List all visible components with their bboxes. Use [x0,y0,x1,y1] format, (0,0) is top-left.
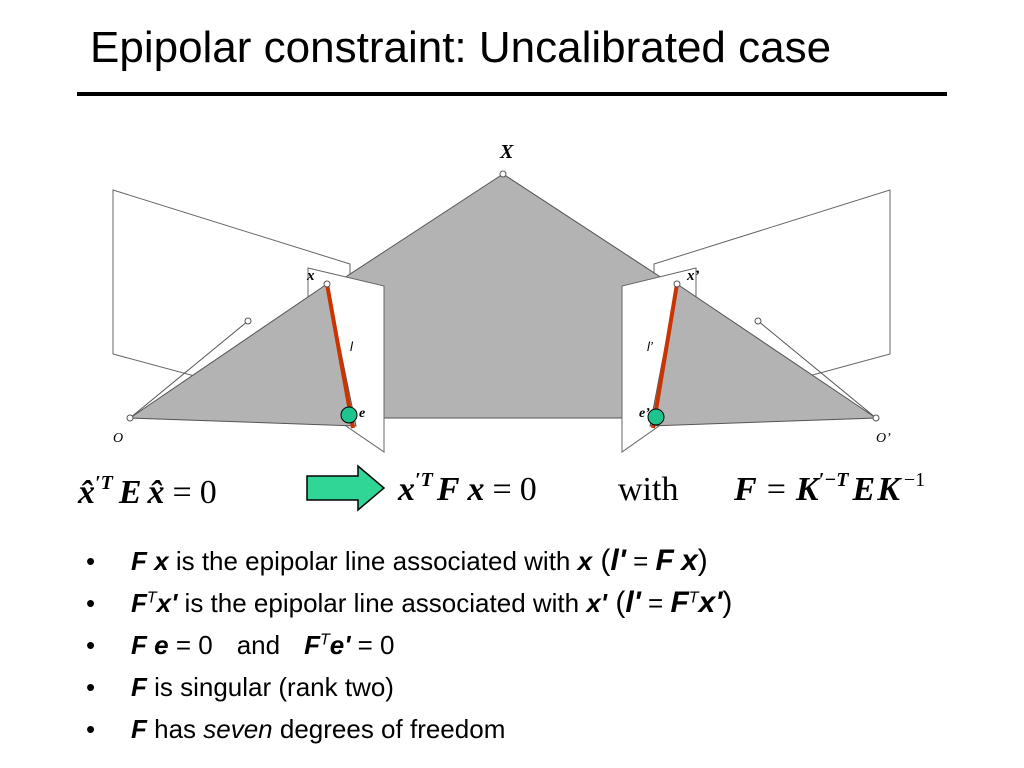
with-word: with [618,471,678,508]
sym-equals: = [625,546,656,576]
sym-F: F [655,544,674,577]
sym-F: F [670,586,689,619]
sym-T: T [146,589,157,607]
label-e-prime: e’ [639,406,650,421]
sym-x-prime: x' [698,586,723,619]
sym-T: T [319,631,330,649]
paren-close: ) [697,544,708,577]
bullet-singular: F is singular (rank two) [86,666,732,708]
bullet-text: is the epipolar line associated with [177,588,587,618]
bullet-Fx: F x is the epipolar line associated with… [86,540,732,582]
bullet-text: degrees of freedom [272,714,506,744]
right-ray [757,320,877,419]
epipolar-line-l [325,283,355,429]
sym-l-prime: l' [625,586,641,619]
epipole-e-prime-marker [647,408,665,426]
sym-x: x [577,546,593,576]
title-underline [77,92,947,96]
center-O-prime-marker [872,414,880,422]
sym-eq-zero: = 0 [168,630,213,660]
label-l: l [350,339,354,354]
label-O-prime: O’ [876,431,891,446]
bullet-text: is singular (rank two) [146,672,394,702]
paren-close: ) [722,586,733,619]
left-ray [129,320,249,419]
sym-equals: = [640,588,671,618]
bullet-list: F x is the epipolar line associated with… [86,540,732,750]
slide-title: Epipolar constraint: Uncalibrated case [90,23,832,72]
paren-open: ( [607,586,626,619]
center-O-marker [126,414,134,422]
sym-eq-zero: = 0 [350,630,395,660]
label-x: x [306,268,315,284]
point-X-marker [499,170,507,178]
sym-F: F [131,588,147,618]
sym-x: x [681,544,698,577]
sym-x: x [154,546,169,576]
and-word: and [236,630,281,660]
implies-arrow [306,464,386,512]
sym-x-prime: x' [156,588,178,618]
point-x-marker [323,280,331,288]
point-x-prime-marker [673,280,681,288]
sym-F: F [131,630,147,660]
sym-F: F [304,630,320,660]
epipolar-line-l-prime [651,283,679,429]
epipole-e-marker [340,406,358,424]
right-ray-end [754,317,762,325]
label-l-prime: l’ [647,339,654,354]
left-ray-end [244,317,252,325]
label-e: e [359,406,365,421]
sym-T: T [688,589,699,607]
sym-F: F [131,672,147,702]
label-O: O [113,431,123,446]
sym-l-prime: l' [610,544,626,577]
has-word: has [146,714,204,744]
bullet-FTx-prime: FTx' is the epipolar line associated wit… [86,582,732,624]
bullet-text: is the epipolar line associated with [168,546,578,576]
label-X: X [499,141,514,163]
sym-e-prime: e' [329,630,351,660]
sym-e: e [154,630,169,660]
sym-F: F [131,546,147,576]
label-x-prime: x’ [686,268,700,284]
bullet-dof: F has seven degrees of freedom [86,708,732,750]
sym-x-prime: x' [586,588,607,618]
sym-F: F [131,714,147,744]
seven-word: seven [203,714,273,744]
paren-open: ( [592,544,611,577]
